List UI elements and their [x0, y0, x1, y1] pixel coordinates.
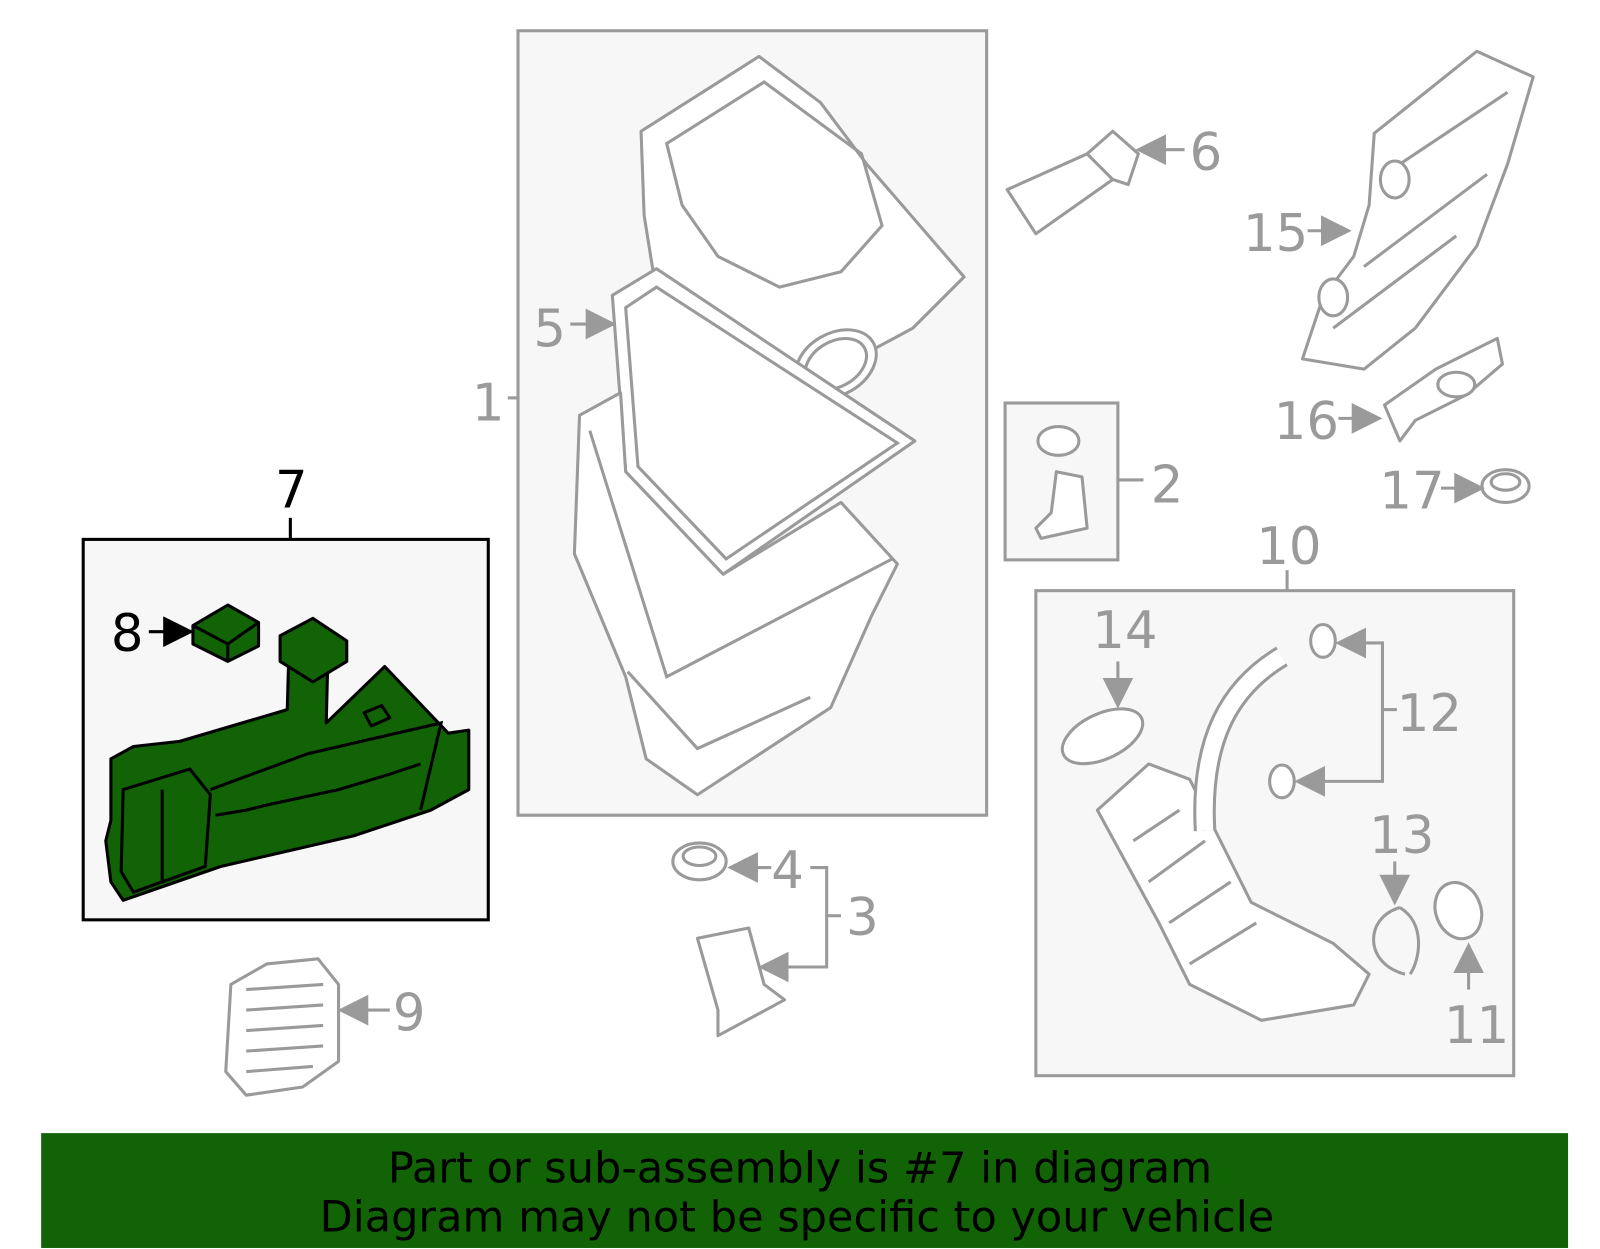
callout-11: 11: [1444, 996, 1509, 1056]
clip-13[interactable]: [1372, 906, 1421, 976]
callout-12: 12: [1397, 684, 1462, 744]
callout-6: 6: [1190, 123, 1223, 183]
air-intake-duct[interactable]: [1300, 49, 1535, 371]
mass-air-flow-sensor[interactable]: [1005, 129, 1140, 236]
air-inlet-duct-7[interactable]: [104, 616, 471, 902]
callout-15: 15: [1243, 204, 1308, 264]
clamp-14[interactable]: [1054, 698, 1151, 775]
duct-bracket[interactable]: [1382, 336, 1504, 443]
callout-14: 14: [1092, 601, 1157, 661]
callout-17: 17: [1379, 462, 1444, 522]
callout-9: 9: [393, 984, 426, 1044]
grommet-bracket-2[interactable]: [1034, 425, 1089, 540]
air-cleaner-assembly[interactable]: [516, 29, 989, 817]
callout-2: 2: [1151, 455, 1184, 515]
banner-line-2: Diagram may not be specific to your vehi…: [320, 1193, 1275, 1243]
bracket-3[interactable]: [695, 926, 787, 1038]
callout-7: 7: [275, 461, 308, 521]
air-intake-hose[interactable]: [1095, 646, 1371, 1022]
o-ring-upper[interactable]: [1309, 622, 1337, 659]
callout-5: 5: [533, 300, 566, 360]
callout-4: 4: [771, 841, 804, 901]
grommet-17[interactable]: [1480, 468, 1531, 505]
callout-8: 8: [111, 604, 144, 664]
banner-line-1: Part or sub-assembly is #7 in diagram: [388, 1143, 1212, 1193]
seal-11[interactable]: [1427, 876, 1489, 945]
callout-13: 13: [1369, 806, 1434, 866]
grommet-4[interactable]: [671, 841, 728, 882]
callout-1: 1: [472, 373, 505, 433]
nut-8[interactable]: [191, 603, 261, 663]
o-ring-lower[interactable]: [1268, 763, 1296, 800]
callout-16: 16: [1274, 392, 1339, 452]
grille-9[interactable]: [224, 957, 341, 1097]
callout-10: 10: [1256, 517, 1321, 577]
callout-3: 3: [846, 888, 879, 948]
info-banner: [41, 1133, 1569, 1248]
